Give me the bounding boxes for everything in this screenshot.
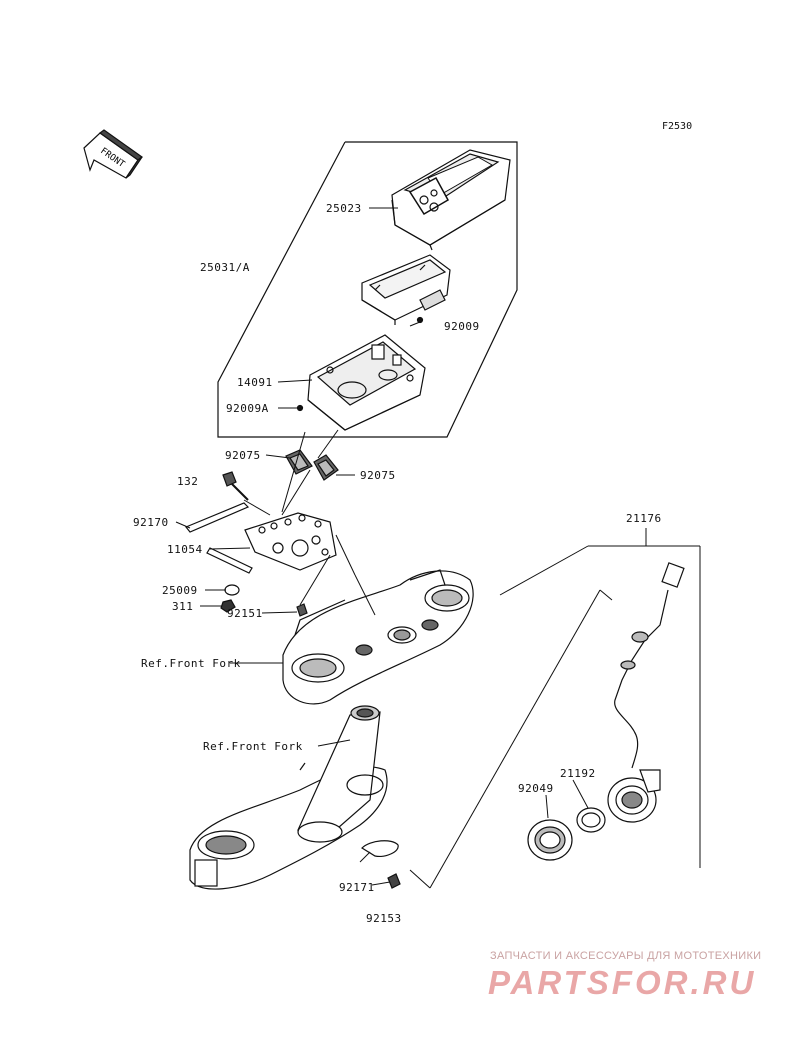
meter-unit [361,254,451,325]
label-25009: 25009 [162,584,198,597]
label-132: 132 [177,475,199,488]
bracket-11054 [244,512,337,571]
label-25031A: 25031/A [200,261,250,274]
label-92009: 92009 [444,320,480,333]
label-92170: 92170 [133,516,169,529]
watermark-tagline: ЗАПЧАСТИ И АКСЕССУАРЫ ДЛЯ МОТОТЕХНИКИ [490,950,762,962]
label-ref-front-fork-1: Ref.Front Fork [141,657,241,670]
front-arrow-icon [83,129,144,179]
label-92009A: 92009A [226,402,269,415]
label-21192: 21192 [560,767,596,780]
label-11054: 11054 [167,543,203,556]
label-21176: 21176 [626,512,662,525]
label-92171: 92171 [339,881,375,894]
watermark-logo: PARTSFOR.RU [488,964,757,1001]
band-92170 [185,502,250,533]
lower-triple-clamp [189,705,388,890]
bolt-132 [222,471,249,501]
label-92075-left: 92075 [225,449,261,462]
label-92151: 92151 [227,607,263,620]
label-25023: 25023 [326,202,362,215]
meter-group-outline [217,141,518,438]
label-92049: 92049 [518,782,554,795]
bolt-92153 [387,873,401,889]
meter-case-14091 [296,334,426,431]
ring-21192 [576,807,606,833]
bolt-92151 [296,603,308,617]
leader-lines [175,207,701,889]
label-311: 311 [172,600,194,613]
label-92153: 92153 [366,912,402,925]
figure-code: F2530 [662,121,693,132]
label-92075-right: 92075 [360,469,396,482]
meter-cover-25023 [391,149,511,251]
clamp-92171 [361,840,399,857]
upper-triple-clamp [282,569,474,705]
grommet-92075-right [313,454,339,481]
washer-25009 [224,584,240,596]
nut-311 [220,599,236,613]
label-ref-front-fork-2: Ref.Front Fork [203,740,303,753]
speed-sensor-21176 [607,562,685,823]
label-14091: 14091 [237,376,273,389]
